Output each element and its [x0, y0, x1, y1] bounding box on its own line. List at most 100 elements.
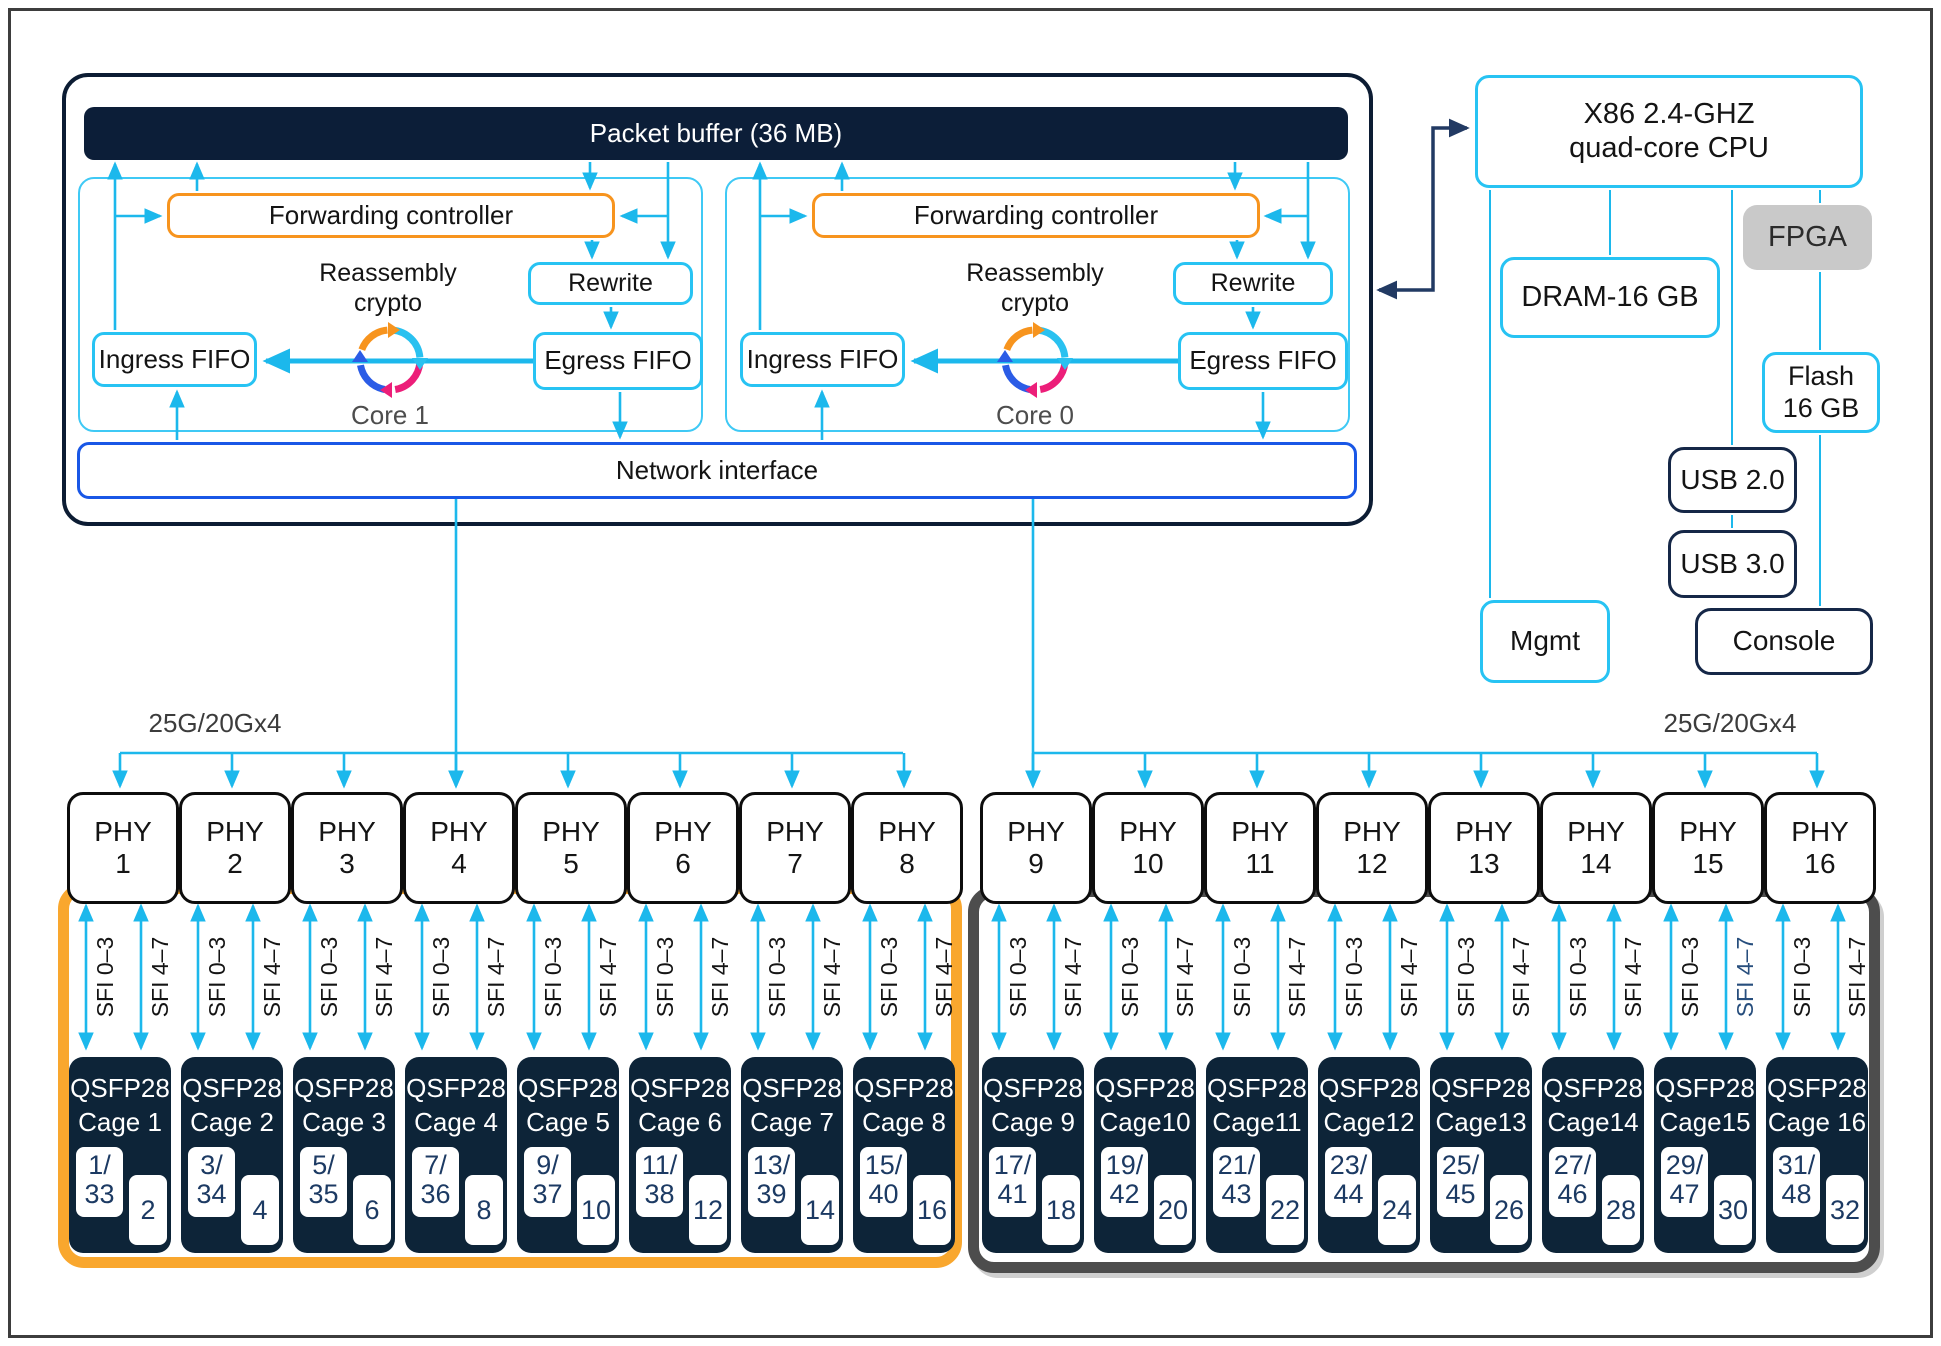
cage-port-secondary: 28 [1602, 1175, 1640, 1245]
cage-number-label: Cage13 [1435, 1107, 1527, 1137]
sfi-0-3-label: SFI 0–3 [1341, 936, 1367, 1018]
phy-number: 4 [451, 848, 467, 879]
sfi-4-7-label: SFI 4–7 [483, 936, 509, 1018]
ingress-fifo-0-label: Ingress FIFO [746, 343, 899, 374]
cage-type-label: QSFP28 [1431, 1073, 1531, 1103]
cage-type-label: QSFP28 [294, 1073, 394, 1103]
qsfp-cage: QSFP28 Cage 16 31/ 48 32 [1766, 1057, 1868, 1253]
qsfp-cage: QSFP28 Cage10 19/ 42 20 [1094, 1057, 1196, 1253]
phy-box: PHY 13 [1428, 792, 1540, 904]
phy-box: PHY 2 [179, 792, 291, 904]
phy-number: 11 [1245, 848, 1275, 879]
qsfp-cage: QSFP28 Cage12 23/ 44 24 [1318, 1057, 1420, 1253]
dram-label: DRAM-16 GB [1521, 280, 1699, 313]
phy-box: PHY 10 [1092, 792, 1204, 904]
cage-port-secondary: 8 [465, 1175, 503, 1245]
phy-box: PHY 14 [1540, 792, 1652, 904]
qsfp-cage: QSFP28 Cage 2 3/ 34 4 [181, 1057, 283, 1253]
sfi-0-3-label: SFI 0–3 [316, 936, 342, 1018]
qsfp-cage: QSFP28 Cage14 27/ 46 28 [1542, 1057, 1644, 1253]
sfi-0-3-label: SFI 0–3 [1117, 936, 1143, 1018]
cage-type-label: QSFP28 [1655, 1073, 1755, 1103]
cage-number-label: Cage 2 [190, 1107, 274, 1137]
cage-port-secondary: 22 [1266, 1175, 1304, 1245]
phy-box: PHY 11 [1204, 792, 1316, 904]
phy-box: PHY 3 [291, 792, 403, 904]
cage-number-label: Cage 7 [750, 1107, 834, 1137]
ingress-fifo-0: Ingress FIFO [740, 332, 905, 387]
phy-label: PHY [1231, 815, 1289, 847]
phy-label: PHY [94, 815, 152, 847]
cage-port-secondary: 12 [689, 1175, 727, 1245]
qsfp-cage: QSFP28 Cage 4 7/ 36 8 [405, 1057, 507, 1253]
cage-type-label: QSFP28 [1543, 1073, 1643, 1103]
phy-box: PHY 6 [627, 792, 739, 904]
cage-port-primary: 3/ 34 [188, 1147, 235, 1217]
phy-number: 9 [1028, 848, 1044, 879]
cage-number-label: Cage 8 [862, 1107, 946, 1137]
cage-port-primary: 7/ 36 [412, 1147, 459, 1217]
phy-number: 10 [1132, 848, 1164, 879]
cage-number-label: Cage11 [1212, 1107, 1302, 1137]
usb2-port: USB 2.0 [1668, 447, 1797, 513]
sfi-4-7-label: SFI 4–7 [819, 936, 845, 1018]
phy-box: PHY 1 [67, 792, 179, 904]
network-interface-label: Network interface [615, 454, 819, 485]
cage-port-secondary: 14 [801, 1175, 839, 1245]
rewrite-1-label: Rewrite [568, 269, 653, 298]
phy-box: PHY 7 [739, 792, 851, 904]
sfi-4-7-label: SFI 4–7 [1060, 936, 1086, 1018]
phy-label: PHY [430, 815, 488, 847]
phy-label: PHY [542, 815, 600, 847]
cage-number-label: Cage 6 [638, 1107, 722, 1137]
packet-buffer-label: Packet buffer (36 MB) [589, 117, 843, 148]
cage-port-primary: 13/ 39 [748, 1147, 795, 1217]
qsfp-cage: QSFP28 Cage 5 9/ 37 10 [517, 1057, 619, 1253]
ingress-fifo-1: Ingress FIFO [92, 332, 257, 387]
qsfp-cage: QSFP28 Cage 7 13/ 39 14 [741, 1057, 843, 1253]
phy-number: 3 [339, 848, 355, 879]
page-border [8, 8, 1933, 1338]
qsfp-cage: QSFP28 Cage 1 1/ 33 2 [69, 1057, 171, 1253]
phy-number: 12 [1356, 848, 1388, 879]
cage-number-label: Cage14 [1547, 1107, 1639, 1137]
usb3-label: USB 3.0 [1680, 547, 1785, 579]
cage-type-label: QSFP28 [1767, 1073, 1867, 1103]
cage-number-label: Cage 4 [414, 1107, 498, 1137]
phy-label: PHY [1343, 815, 1401, 847]
cage-type-label: QSFP28 [70, 1073, 170, 1103]
qsfp-cage: QSFP28 Cage 9 17/ 41 18 [982, 1057, 1084, 1253]
network-interface: Network interface [77, 442, 1357, 499]
usb2-label: USB 2.0 [1680, 463, 1785, 495]
cage-port-secondary: 20 [1154, 1175, 1192, 1245]
phy-number: 14 [1580, 848, 1612, 879]
cage-port-primary: 11/ 38 [636, 1147, 683, 1217]
cage-port-primary: 29/ 47 [1661, 1147, 1708, 1217]
phy-label: PHY [654, 815, 712, 847]
fpga-label: FPGA [1768, 220, 1847, 253]
mgmt-label: Mgmt [1510, 625, 1580, 657]
sfi-0-3-label: SFI 0–3 [1789, 936, 1815, 1018]
phy-label: PHY [1567, 815, 1625, 847]
cage-type-label: QSFP28 [742, 1073, 842, 1103]
flash: Flash 16 GB [1762, 352, 1880, 433]
cage-port-secondary: 24 [1378, 1175, 1416, 1245]
sfi-4-7-label: SFI 4–7 [1508, 936, 1534, 1018]
phy-number: 15 [1692, 848, 1724, 879]
sfi-4-7-label: SFI 4–7 [707, 936, 733, 1018]
sfi-4-7-label: SFI 4–7 [1844, 936, 1870, 1018]
egress-fifo-1: Egress FIFO [533, 332, 703, 390]
console-port: Console [1695, 608, 1873, 675]
qsfp-cage: QSFP28 Cage11 21/ 43 22 [1206, 1057, 1308, 1253]
cage-port-primary: 9/ 37 [524, 1147, 571, 1217]
phy-label: PHY [766, 815, 824, 847]
right-link-speed-label: 25G/20Gx4 [1663, 708, 1797, 738]
cage-port-secondary: 16 [913, 1175, 951, 1245]
mgmt-port: Mgmt [1480, 600, 1610, 683]
sfi-0-3-label: SFI 0–3 [1005, 936, 1031, 1018]
cage-number-label: Cage 5 [526, 1107, 610, 1137]
forwarding-controller-1-label: Forwarding controller [268, 199, 514, 230]
forwarding-controller-0: Forwarding controller [812, 193, 1260, 238]
cage-number-label: Cage 1 [78, 1107, 162, 1137]
